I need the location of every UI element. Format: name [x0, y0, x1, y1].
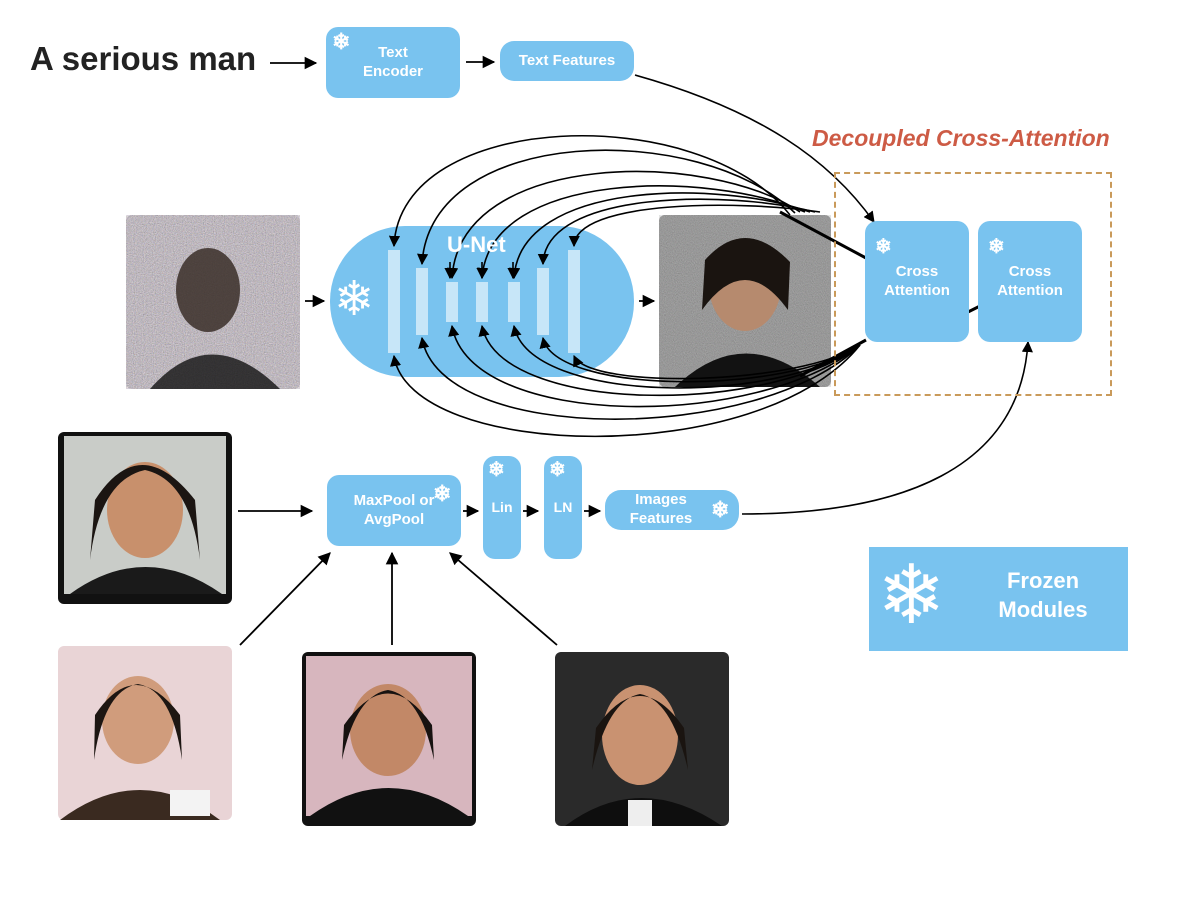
text-encoder-module: ❄ Text Encoder: [326, 27, 460, 98]
snowflake-icon: ❄: [334, 273, 375, 326]
legend-frozen-modules: ❄ Frozen Modules: [869, 547, 1128, 651]
cross-attention-label-2: Cross Attention: [997, 262, 1063, 299]
lin-module: ❄ Lin: [483, 456, 521, 559]
unet-bottom-arrows: [390, 324, 861, 438]
reference-photo-main: [58, 432, 232, 604]
ln-module: ❄ LN: [544, 456, 582, 559]
snowflake-icon: ❄: [488, 459, 505, 481]
reference-photo-3: [555, 652, 729, 826]
pool-label: MaxPool or AvgPool: [353, 491, 435, 528]
unet-layers: [388, 250, 580, 353]
snowflake-icon: ❄: [711, 497, 730, 522]
unet-top-arrows: [388, 135, 821, 280]
noisy-input-image: [126, 215, 300, 389]
reference-photo-1: [58, 646, 232, 820]
legend-label: Frozen Modules: [998, 568, 1088, 622]
snowflake-icon: ❄: [875, 236, 892, 258]
snowflake-icon: ❄: [877, 550, 946, 641]
text-features-module: Text Features: [500, 41, 634, 81]
snowflake-icon: ❄: [433, 481, 452, 506]
image-features-module: Images Features ❄: [605, 490, 739, 530]
snowflake-icon: ❄: [549, 459, 566, 481]
lin-label: Lin: [491, 498, 513, 515]
curve-arrows: [634, 74, 1033, 515]
unet-label: U-Net: [447, 232, 506, 257]
text-encoder-label: Text Encoder: [362, 43, 423, 80]
decoupled-cross-attention-frame: [834, 172, 1112, 396]
text-features-label: Text Features: [518, 51, 616, 69]
decoupled-cross-attention-title: Decoupled Cross-Attention: [812, 125, 1110, 151]
cross-attention-module-1: ❄ Cross Attention: [865, 221, 969, 342]
ln-label: LN: [553, 498, 573, 515]
pipeline-arrows: [238, 55, 656, 646]
snowflake-icon: ❄: [988, 236, 1005, 258]
cross-attention-module-2: ❄ Cross Attention: [978, 221, 1082, 342]
reference-photo-2: [302, 652, 476, 826]
denoised-output-image: [659, 215, 831, 387]
snowflake-icon: ❄: [332, 29, 351, 54]
prompt-text: A serious man: [30, 40, 257, 77]
image-features-label: Images Features: [629, 491, 693, 527]
cross-attention-label-1: Cross Attention: [884, 262, 950, 299]
pool-module: ❄ MaxPool or AvgPool: [327, 475, 461, 546]
